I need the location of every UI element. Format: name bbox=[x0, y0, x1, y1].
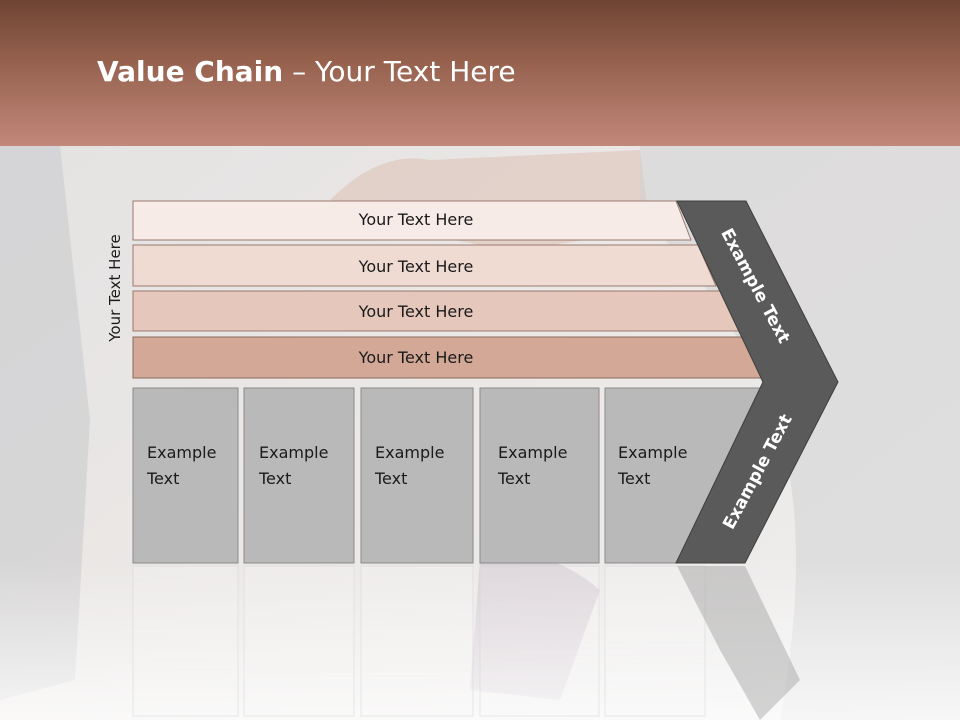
column-2-label-line1: Example bbox=[259, 443, 328, 462]
column-4-reflection bbox=[479, 565, 600, 717]
column-2-label-line2: Text bbox=[258, 469, 291, 488]
title-bold: Value Chain bbox=[97, 55, 284, 88]
row-3-label: Your Text Here bbox=[358, 302, 474, 321]
column-3-shape bbox=[360, 387, 474, 564]
column-2-shape bbox=[243, 387, 355, 564]
column-1-reflection bbox=[132, 565, 239, 717]
chevron-shape bbox=[675, 200, 839, 564]
column-1-shape bbox=[132, 387, 239, 564]
column-group: Example Text Example Text Example Text E… bbox=[132, 387, 762, 564]
column-3-label-line2: Text bbox=[374, 469, 407, 488]
column-3-reflection bbox=[360, 565, 474, 717]
row-group: Your Text Here Your Text Here Your Text … bbox=[132, 200, 764, 379]
column-2-reflection bbox=[243, 565, 355, 717]
reflection-group bbox=[132, 565, 800, 720]
row-1-label: Your Text Here bbox=[358, 210, 474, 229]
column-3-label-line1: Example bbox=[375, 443, 444, 462]
column-1-label-line2: Text bbox=[146, 469, 179, 488]
column-1-label-line1: Example bbox=[147, 443, 216, 462]
row-1-shape bbox=[132, 200, 692, 241]
column-4-label-line1: Example bbox=[498, 443, 567, 462]
column-5-reflection bbox=[604, 565, 706, 717]
chevron-reflection bbox=[677, 566, 800, 720]
column-5-label-line2: Text bbox=[617, 469, 650, 488]
row-2-label: Your Text Here bbox=[358, 257, 474, 276]
column-4-shape bbox=[479, 387, 600, 564]
header-banner bbox=[0, 0, 960, 146]
title-rest: – Your Text Here bbox=[283, 55, 516, 88]
row-2-shape bbox=[132, 244, 717, 287]
column-4-label-line2: Text bbox=[497, 469, 530, 488]
column-5-label-line1: Example bbox=[618, 443, 687, 462]
row-4-label: Your Text Here bbox=[358, 348, 474, 367]
page-title: Value Chain – Your Text Here bbox=[97, 55, 516, 88]
